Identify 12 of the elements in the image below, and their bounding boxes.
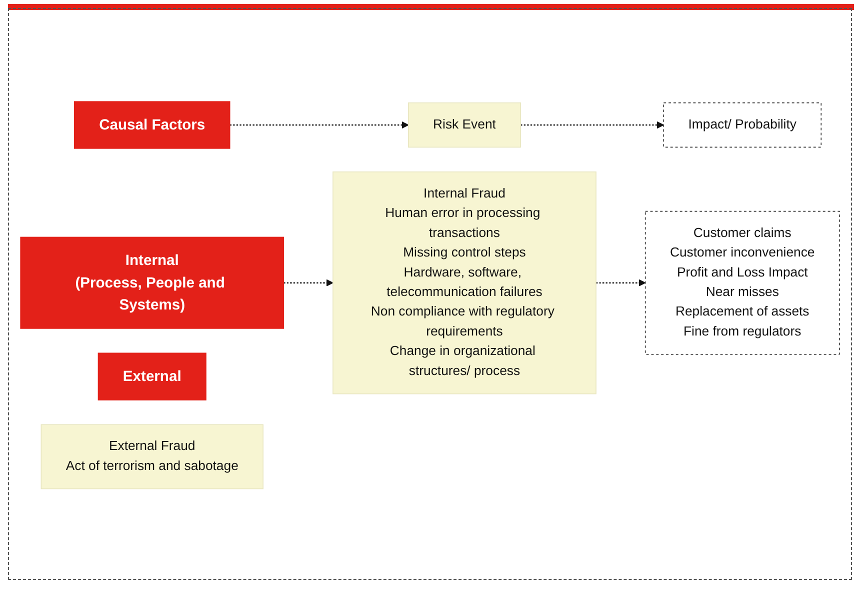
node-box: Internal (Process, People and Systems) [20, 236, 284, 329]
node-box: Causal Factors [74, 101, 230, 149]
node-box: External [98, 352, 206, 400]
arrow [230, 121, 409, 128]
node-box: Internal Fraud Human error in processing transactions Missing control steps Hardware, software, telecommunication failures Non compliance with regulatory requirements Change in organizational structures/ process [332, 171, 596, 394]
node-box: Impact/ Probability [663, 102, 822, 148]
node-box: Customer claims Customer inconvenience Profit and Loss Impact Near misses Replacement of assets Fine from regulators [644, 210, 840, 355]
arrow [284, 279, 334, 286]
node-box: External Fraud Act of terrorism and sabotage [40, 424, 264, 489]
arrow [520, 121, 664, 128]
arrow [596, 279, 646, 286]
node-box: Risk Event [408, 102, 521, 148]
